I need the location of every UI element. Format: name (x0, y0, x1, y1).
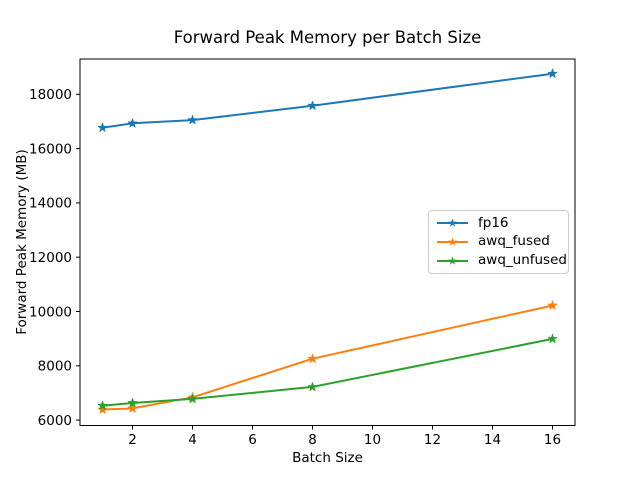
series-marker-awq_fused (127, 403, 138, 413)
series-marker-awq_fused (547, 300, 558, 310)
legend-line-sample-awq_unfused (437, 256, 468, 265)
legend-label-awq_fused: awq_fused (478, 233, 550, 250)
chart-title: Forward Peak Memory per Batch Size (173, 28, 482, 47)
y-tick-label: 16000 (29, 141, 72, 157)
series-line-awq_fused (101, 304, 554, 411)
y-tick-label: 14000 (29, 196, 72, 212)
legend-item-awq_fused: awq_fused (436, 235, 568, 249)
series-marker-awq_unfused (307, 381, 318, 392)
x-tick-label: 6 (248, 432, 257, 448)
series-marker-awq_fused (307, 353, 318, 363)
legend-line-sample-awq_fused (437, 237, 468, 246)
x-tick-label: 4 (188, 432, 197, 448)
x-tick-label: 16 (544, 432, 561, 448)
x-axis-label: Batch Size (292, 450, 363, 466)
series-marker-awq_fused (97, 404, 108, 414)
y-tick-label: 18000 (29, 87, 72, 103)
x-tick-label: 8 (308, 432, 317, 448)
series-marker-awq_unfused (187, 393, 198, 404)
legend-label-fp16: fp16 (478, 214, 509, 231)
series-line-fp16 (101, 72, 554, 129)
x-tick-label: 12 (424, 432, 441, 448)
y-tick-label: 10000 (29, 304, 72, 320)
legend-label-awq_unfused: awq_unfused (478, 251, 567, 268)
plot-border (79, 58, 576, 426)
x-tick-label: 14 (484, 432, 501, 448)
series-marker-awq_unfused (97, 400, 108, 410)
series-marker-fp16 (127, 118, 138, 128)
series-marker-fp16 (547, 68, 558, 78)
y-tick-label: 12000 (29, 250, 72, 266)
legend-line-sample-fp16 (437, 218, 468, 228)
y-tick-label: 6000 (38, 413, 72, 429)
series-marker-awq_unfused (547, 333, 558, 344)
legend-item-awq_unfused: awq_unfused (436, 251, 568, 268)
x-tick-label: 2 (128, 432, 137, 448)
y-tick-label: 8000 (38, 359, 72, 375)
series-line-awq_unfused (101, 337, 554, 407)
series-marker-fp16 (97, 122, 108, 132)
legend-star-marker (448, 218, 457, 228)
series-marker-fp16 (307, 100, 318, 110)
legend-star-marker (448, 237, 457, 246)
series-marker-fp16 (187, 115, 198, 125)
x-tick-label: 10 (364, 432, 381, 448)
legend-star-marker (448, 256, 457, 265)
series-marker-awq_unfused (127, 397, 138, 408)
legend-item-fp16: fp16 (436, 216, 568, 230)
